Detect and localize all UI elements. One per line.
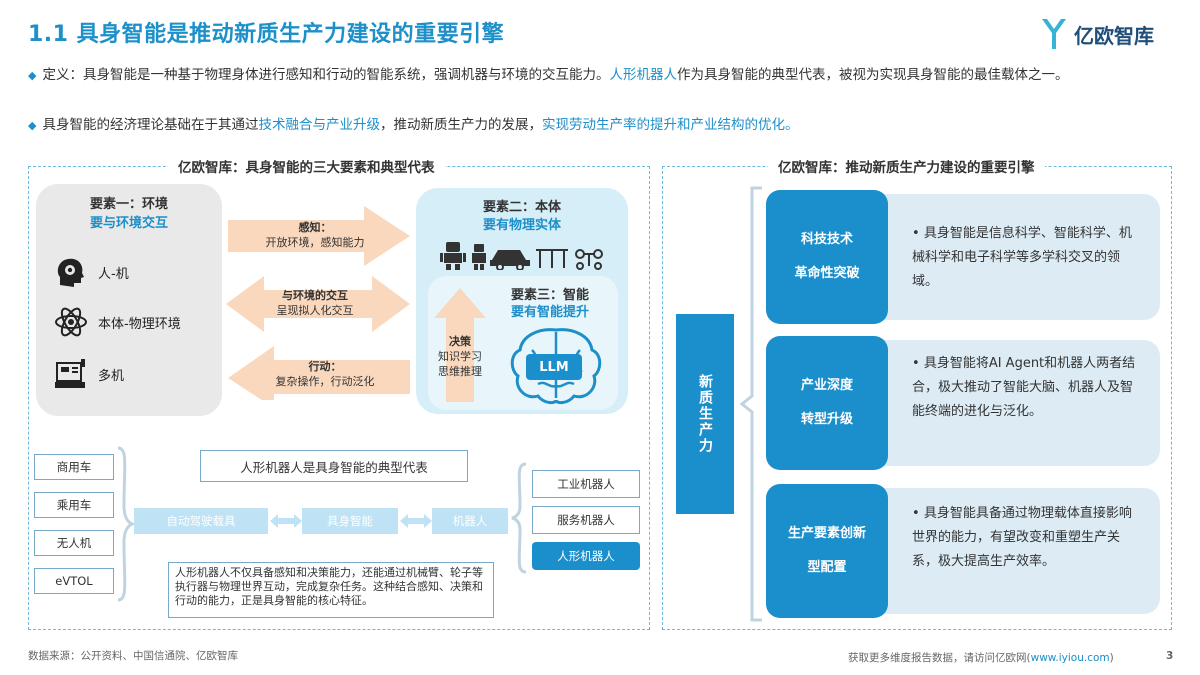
- vehicle-item: eVTOL: [34, 568, 114, 594]
- bullet-text: 具身智能的经济理论基础在于其通过: [42, 117, 259, 133]
- right-panel-title: 亿欧智库：推动新质生产力建设的重要引擎: [768, 156, 1045, 176]
- arrows-graphic: [226, 206, 410, 400]
- website-link[interactable]: www.iyiou.com: [1030, 652, 1110, 664]
- right-arrow-perception: [228, 206, 410, 266]
- element2-subheading: 要有物理实体: [482, 218, 561, 233]
- atom-icon: [55, 307, 87, 337]
- right-brace-icon: [740, 186, 762, 622]
- humanoid-note-box: 人形机器人不仅具备感知和决策能力，还能通过机械臂、轮子等执行器与物理世界互动，完…: [168, 562, 494, 618]
- bullet-economics: ◆ 具身智能的经济理论基础在于其通过技术融合与产业升级，推动新质生产力的发展，实现…: [28, 116, 1178, 135]
- engine-row-text: • 具身智能具备通过物理载体直接影响世界的能力，有望改变和重塑生产关系，极大提高…: [912, 506, 1132, 569]
- element1-box: [36, 184, 222, 416]
- left-panel-title: 亿欧智库：具身智能的三大要素和典型代表: [168, 156, 445, 176]
- typical-label-box: 人形机器人是具身智能的典型代表: [200, 450, 468, 482]
- engine-row-label: 科技技术革命性突破: [766, 190, 888, 324]
- robot-icon: [440, 242, 486, 270]
- element1-heading: 要素一：环境: [89, 197, 168, 212]
- embodiment-icons: [440, 242, 603, 270]
- diamond-bullet-icon: ◆: [28, 119, 37, 132]
- logo-mark-icon: [1042, 19, 1066, 49]
- bullet-text: 定义：具身智能是一种基于物理身体进行感知和行动的智能系统，强调机器与环境的交互能…: [42, 67, 610, 83]
- vehicle-item: 商用车: [34, 454, 114, 480]
- item-label: 多机: [98, 368, 125, 384]
- up-arrow-decision: [434, 288, 486, 402]
- page-title: 1.1 具身智能是推动新质生产力建设的重要引擎: [28, 22, 505, 47]
- arrow-label-action: 行动： 复杂操作，行动泛化: [275, 360, 375, 388]
- engine-row-label: 产业深度转型升级: [766, 336, 888, 470]
- more-info-note: 获取更多维度报告数据，请访问亿欧网(www.iyiou.com): [848, 652, 1114, 664]
- logo-text: 亿欧智库: [1074, 23, 1154, 48]
- element3-heading: 要素三：智能: [510, 288, 589, 303]
- register-icon: [55, 359, 85, 388]
- right-brace-icon: [511, 462, 527, 574]
- bullet-text: 作为具身智能的典型代表，被视为实现具身智能的最佳载体之一。: [676, 67, 1069, 83]
- page-number: 3: [1166, 650, 1174, 662]
- robot-bar: 机器人: [432, 508, 508, 534]
- drone-icon: [536, 249, 603, 270]
- robot-type-item: 工业机器人: [532, 470, 640, 498]
- element1-item: 人-机: [54, 255, 129, 289]
- bullet-highlight: 实现劳动生产率的提升和产业结构的优化。: [541, 117, 799, 133]
- embodied-ai-bar: 具身智能: [302, 508, 398, 534]
- engine-row-text: • 具身智能是信息科学、智能科学、机械科学和电子科学等多学科交叉的领域。: [912, 226, 1132, 289]
- element1-item: 本体-物理环境: [54, 305, 181, 339]
- arrow-label-interaction: 与环境的交互 呈现拟人化交互: [276, 289, 354, 317]
- car-icon: [490, 250, 530, 270]
- humanoid-robot-item: 人形机器人: [532, 542, 640, 570]
- bullet-highlight: 人形机器人: [609, 67, 677, 83]
- arrow-label-perception: 感知： 开放环境，感知能力: [265, 221, 365, 249]
- element3-subheading: 要有智能提升: [510, 305, 589, 320]
- element1-subheading: 要与环境交互: [89, 216, 168, 231]
- engine-row-label: 生产要素创新型配置: [766, 484, 888, 618]
- bullet-definition: ◆ 定义：具身智能是一种基于物理身体进行感知和行动的智能系统，强调机器与环境的交互…: [28, 66, 1178, 85]
- autonomous-vehicle-bar: 自动驾驶载具: [134, 508, 268, 534]
- decision-label: 决策 知识学习 思维推理: [438, 335, 482, 378]
- element2-heading: 要素二：本体: [482, 200, 561, 215]
- llm-badge: LLM: [526, 354, 582, 380]
- engine-row-text: • 具身智能将AI Agent和机器人两者结合，极大推动了智能大脑、机器人及智能…: [912, 356, 1136, 419]
- left-arrow-action: [228, 346, 410, 400]
- robot-type-item: 服务机器人: [532, 506, 640, 534]
- bullet-text: ，推动新质生产力的发展，: [379, 117, 542, 133]
- vehicle-item: 乘用车: [34, 492, 114, 518]
- diamond-bullet-icon: ◆: [28, 69, 37, 82]
- head-gear-icon: [57, 258, 84, 287]
- double-arrow-interaction: [226, 276, 410, 332]
- new-productivity-label: 新质生产力: [676, 314, 734, 514]
- logo: 亿欧智库: [1040, 14, 1180, 54]
- double-arrow-icon: [400, 514, 432, 528]
- element1-item: 多机: [54, 357, 124, 391]
- vehicle-item: 无人机: [34, 530, 114, 556]
- item-label: 人-机: [98, 266, 129, 282]
- source-note: 数据来源：公开资料、中国信通院、亿欧智库: [28, 650, 238, 662]
- bullet-highlight: 技术融合与产业升级: [258, 117, 380, 133]
- item-label: 本体-物理环境: [98, 316, 181, 332]
- left-brace-icon: [117, 446, 134, 602]
- double-arrow-icon: [270, 514, 302, 528]
